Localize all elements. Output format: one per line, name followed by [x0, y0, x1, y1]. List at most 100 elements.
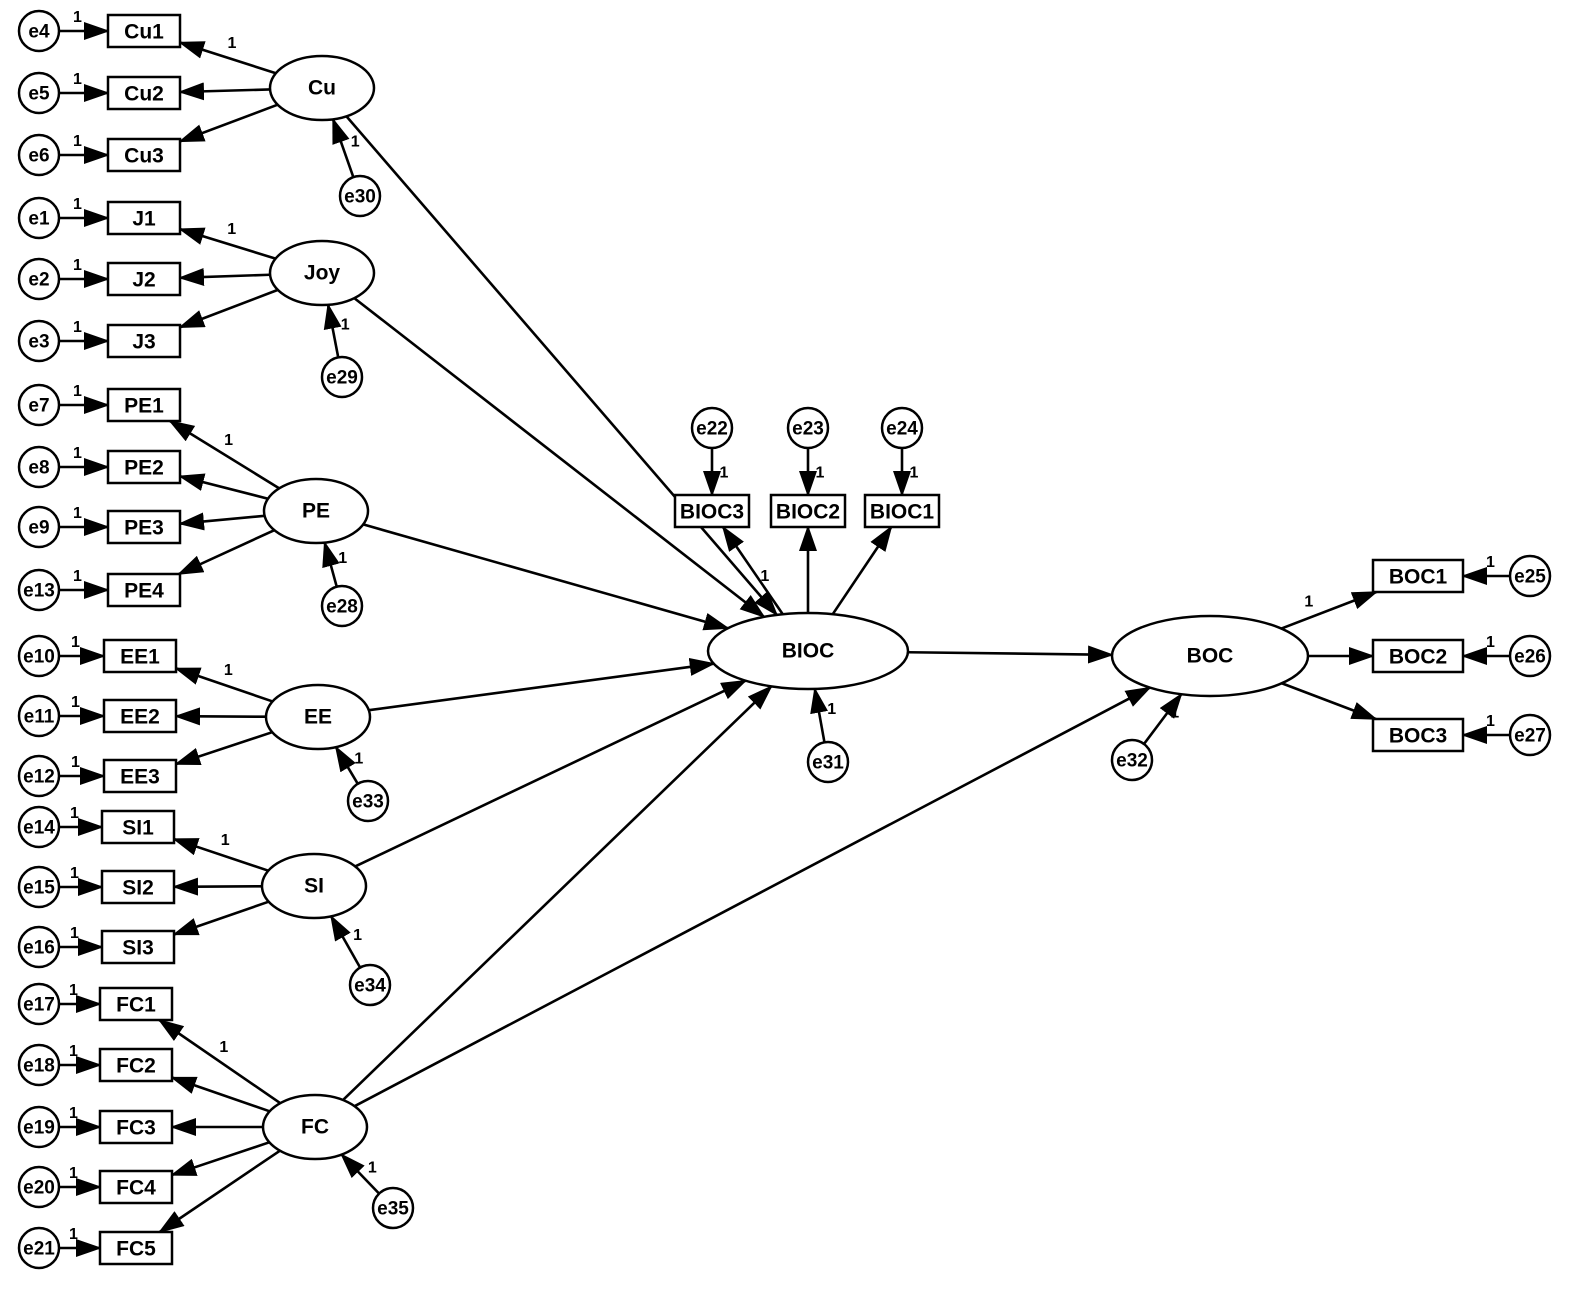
latent-ellipse-SI	[260, 852, 368, 920]
disturbance-arrow-e32	[1142, 692, 1183, 745]
error-label-e15: e15	[23, 878, 55, 899]
error-label-e2: e2	[28, 270, 49, 291]
indicator-box-FC5	[98, 1230, 174, 1266]
loading-weight-SI: 1	[221, 832, 230, 849]
error-circle-e2	[17, 257, 61, 301]
indicator-label-EE3: EE3	[120, 766, 160, 789]
loading-arrow-FC-FC5	[158, 1149, 281, 1234]
error-label-e9: e9	[28, 518, 49, 539]
latent-ellipse-Cu	[268, 54, 376, 122]
latent-ellipse-PE	[262, 477, 370, 545]
error-label-e20: e20	[23, 1178, 55, 1199]
loading-arrow-SI-SI2	[172, 877, 263, 896]
latent-label-PE: PE	[302, 500, 330, 523]
error-label-e13: e13	[23, 581, 55, 602]
weight-label-e23: 1	[816, 465, 825, 482]
latent-label-Joy: Joy	[304, 262, 341, 285]
error-circle-e11	[17, 694, 61, 738]
latent-label-SI: SI	[304, 875, 324, 898]
weight-label-e22: 1	[720, 465, 729, 482]
indicator-label-Cu3: Cu3	[124, 145, 164, 168]
error-label-e30: e30	[344, 187, 376, 208]
path-arrow-Cu-BIOC	[345, 115, 779, 617]
weight-label-e20: 1	[69, 1165, 78, 1182]
disturbance-arrow-e35	[340, 1153, 381, 1195]
error-label-e16: e16	[23, 938, 55, 959]
loading-arrow-BOC-BOC1	[1280, 590, 1379, 630]
loading-arrow-FC-FC2	[170, 1076, 271, 1113]
weight-label-e31: 1	[827, 701, 836, 718]
indicator-label-BOC2: BOC2	[1389, 646, 1447, 669]
indicator-box-J3	[106, 323, 182, 359]
indicator-box-PE3	[106, 509, 182, 545]
latent-ellipse-BOC	[1110, 614, 1310, 698]
indicator-box-BIOC1	[863, 493, 941, 529]
indicator-box-EE3	[102, 758, 178, 794]
indicator-label-PE1: PE1	[124, 395, 164, 418]
loading-arrow-FC-FC1	[157, 1018, 282, 1105]
error-circle-e4	[17, 9, 61, 53]
loading-arrow-EE-EE3	[174, 730, 273, 766]
indicator-box-PE2	[106, 449, 182, 485]
error-circle-e17	[17, 982, 61, 1026]
indicator-label-FC2: FC2	[116, 1055, 156, 1078]
disturbance-arrow-e30	[331, 117, 355, 178]
error-label-e4: e4	[28, 22, 50, 43]
error-circle-e14	[17, 805, 61, 849]
weight-label-e8: 1	[73, 445, 82, 462]
error-label-e17: e17	[23, 995, 55, 1016]
error-circle-e5	[17, 71, 61, 115]
disturbance-arrow-e29	[323, 302, 342, 358]
weight-label-e32: 1	[1170, 704, 1179, 721]
error-circle-e29	[320, 355, 364, 399]
indicator-label-J3: J3	[132, 331, 155, 354]
indicator-label-PE4: PE4	[124, 580, 164, 603]
error-circle-e8	[17, 445, 61, 489]
disturbance-arrow-e31	[810, 686, 828, 743]
weight-label-e35: 1	[368, 1159, 377, 1176]
indicator-box-J1	[106, 200, 182, 236]
indicator-box-J2	[106, 261, 182, 297]
indicator-label-FC1: FC1	[116, 994, 156, 1017]
error-circle-e24	[880, 406, 924, 450]
weight-label-e15: 1	[70, 865, 79, 882]
loading-arrow-SI-SI1	[172, 837, 269, 872]
indicator-label-BOC1: BOC1	[1389, 566, 1448, 589]
error-circle-e19	[17, 1105, 61, 1149]
loading-weight-BIOC: 1	[760, 568, 769, 585]
indicator-label-FC5: FC5	[116, 1238, 156, 1261]
weight-label-e25: 1	[1486, 554, 1495, 571]
loading-arrow-FC-FC4	[170, 1141, 270, 1177]
indicator-label-BIOC3: BIOC3	[680, 501, 744, 524]
weight-label-e1: 1	[73, 196, 82, 213]
error-label-e5: e5	[28, 84, 50, 105]
indicator-label-Cu2: Cu2	[124, 83, 164, 106]
weight-label-e3: 1	[73, 319, 82, 336]
loading-weight-Cu: 1	[227, 35, 236, 52]
weight-label-e4: 1	[73, 9, 82, 26]
indicator-box-Cu2	[106, 75, 182, 111]
indicator-box-SI3	[100, 929, 176, 965]
error-circle-e15	[17, 865, 61, 909]
weight-label-e27: 1	[1486, 713, 1495, 730]
weight-label-e12: 1	[71, 754, 80, 771]
error-circle-e30	[338, 174, 382, 218]
loading-arrow-Cu-Cu1	[178, 41, 277, 75]
weight-label-e18: 1	[69, 1043, 78, 1060]
indicator-box-FC4	[98, 1169, 174, 1205]
error-circle-e9	[17, 505, 61, 549]
weight-label-e6: 1	[73, 133, 82, 150]
loading-arrow-Joy-J2	[178, 267, 271, 286]
loading-weight-BOC: 1	[1304, 594, 1313, 611]
indicator-box-FC3	[98, 1109, 174, 1145]
latent-label-Cu: Cu	[308, 77, 336, 100]
indicator-box-Cu3	[106, 137, 182, 173]
error-circle-e31	[806, 740, 850, 784]
indicator-label-Cu1: Cu1	[124, 21, 164, 44]
error-label-e35: e35	[377, 1199, 409, 1220]
loading-weight-PE: 1	[224, 432, 233, 449]
error-circle-e3	[17, 319, 61, 363]
error-circle-e21	[17, 1226, 61, 1270]
error-circle-e7	[17, 383, 61, 427]
